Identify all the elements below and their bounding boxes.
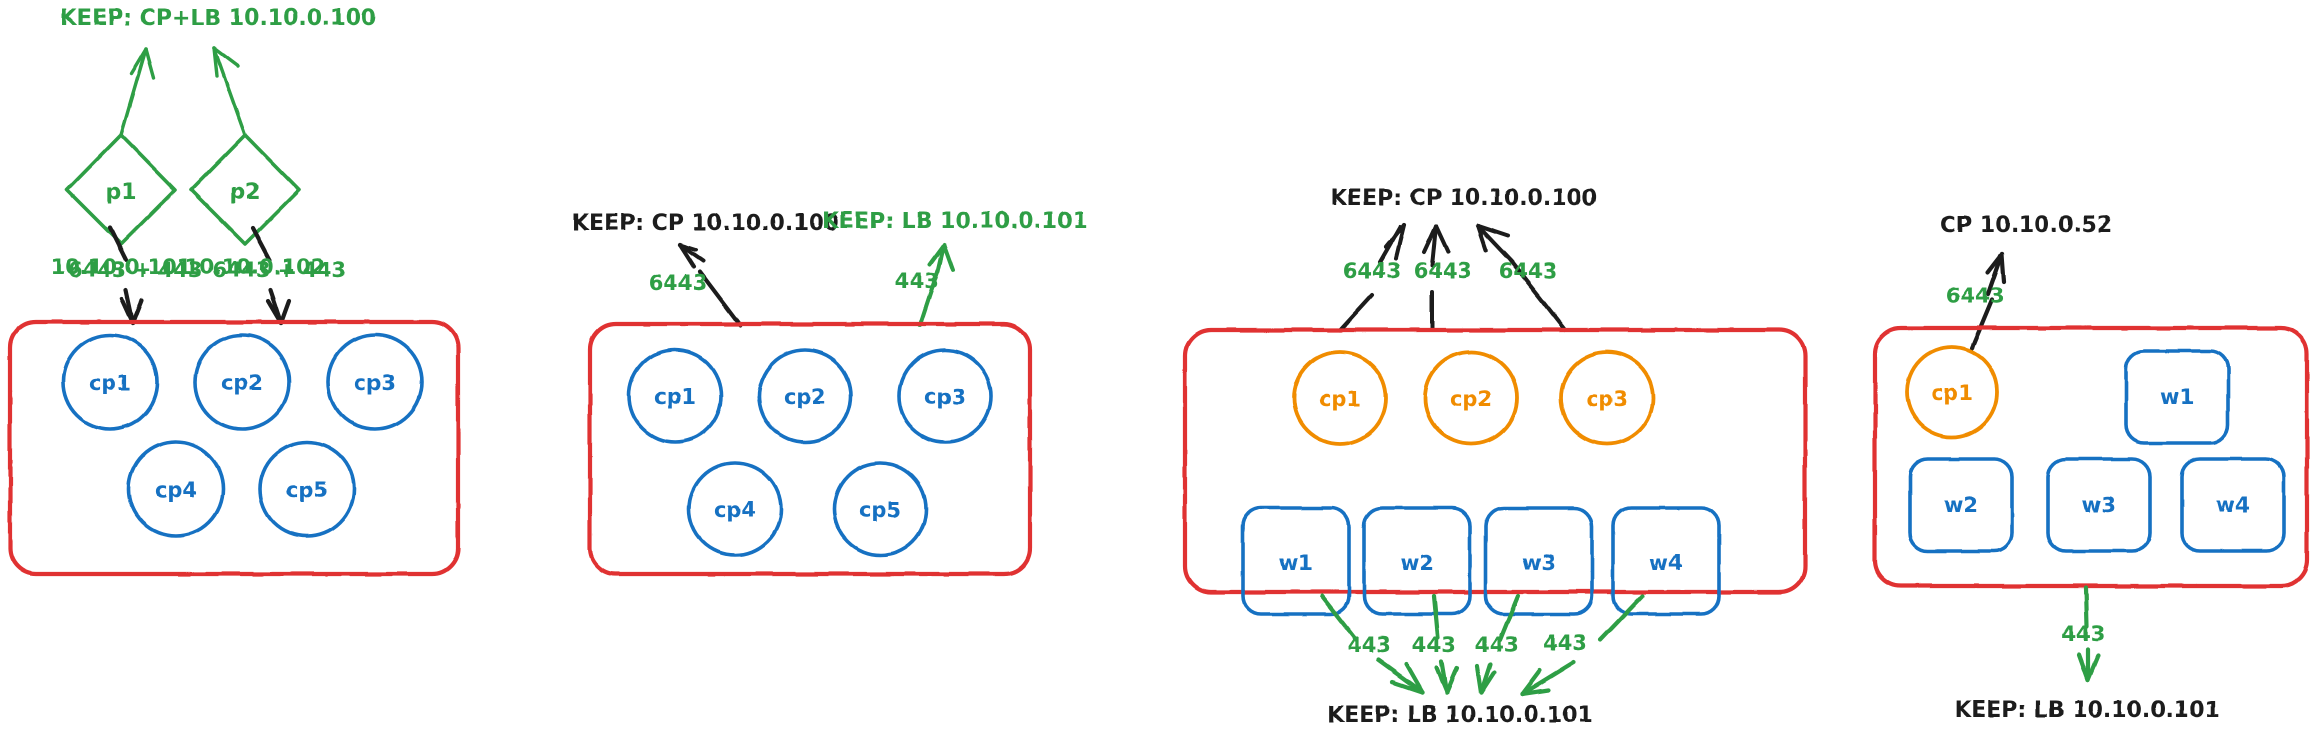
panel-4-cp-arrow (1969, 251, 2007, 351)
diagram-text: KEEP: CP+LB 10.10.0.100 p1 p2 10.10.0.10… (51, 6, 2250, 728)
node-w2[interactable] (1362, 506, 1472, 616)
node-cp3[interactable] (897, 348, 993, 444)
panel-3-graphics (1182, 223, 1808, 697)
panel-4-lb-arrow (2076, 585, 2101, 683)
node-cp2-label: cp2 (221, 371, 263, 395)
node-w3-label: w3 (2082, 493, 2116, 517)
node-cp2[interactable] (757, 348, 853, 444)
panel-1-graphics (7, 46, 461, 577)
node-cp1[interactable] (627, 348, 723, 444)
panel-4-cluster-box (1872, 325, 2310, 589)
panel-3-lb-port-4: 443 (1543, 631, 1587, 655)
panel-2-lb-port: 443 (895, 269, 939, 293)
panel-2-graphics (587, 243, 1033, 577)
node-w3-label: w3 (1522, 551, 1556, 575)
panel-3-bottom-label: KEEP: LB 10.10.0.101 (1327, 703, 1593, 728)
panel-4-top-label: CP 10.10.0.52 (1940, 213, 2112, 238)
proxy-p1-label: p1 (105, 180, 136, 205)
panel-1-cluster-box (7, 319, 461, 577)
node-w3[interactable] (2046, 457, 2152, 553)
node-w1-label: w1 (1279, 551, 1313, 575)
node-cp4-label: cp4 (714, 498, 756, 522)
node-w1[interactable] (2124, 349, 2230, 445)
panel-3-lb-arrows (1319, 593, 1645, 697)
panel-3-workers (1241, 506, 1721, 616)
panel-1-top-label: KEEP: CP+LB 10.10.0.100 (60, 6, 376, 31)
node-cp2[interactable] (193, 333, 291, 431)
panel-3-lb-port-2: 443 (1412, 633, 1456, 657)
panel-2-lb-label: KEEP: LB 10.10.0.101 (822, 209, 1088, 234)
node-w2[interactable] (1908, 457, 2014, 553)
node-cp3[interactable] (1559, 350, 1655, 446)
panel-3-cp-arrows (1338, 223, 1567, 332)
node-w4[interactable] (2180, 457, 2286, 553)
node-w3[interactable] (1484, 506, 1594, 616)
node-cp4-label: cp4 (155, 478, 197, 502)
node-cp1[interactable] (61, 333, 159, 431)
proxy-p1-ip: 10.10.0.101 (51, 255, 192, 279)
node-cp2-label: cp2 (1450, 387, 1492, 411)
node-cp1-label: cp1 (89, 371, 131, 395)
proxy-node-p2[interactable] (189, 133, 301, 246)
panel-3-control-planes (1292, 350, 1655, 446)
panel-1-ports-right: 6443 + 443 (212, 258, 347, 282)
panel-3-port-2: 6443 (1414, 259, 1472, 283)
node-cp1[interactable] (1292, 350, 1388, 446)
node-cp2-label: cp2 (784, 385, 826, 409)
panel-4-bottom-label: KEEP: LB 10.10.0.101 (1954, 698, 2220, 723)
node-w1-label: w1 (2160, 385, 2194, 409)
node-cp3-label: cp3 (924, 385, 966, 409)
proxy-p2-label: p2 (229, 180, 260, 205)
node-w1[interactable] (1241, 506, 1351, 616)
panel-3-port-1: 6443 (1343, 259, 1401, 283)
node-cp3-label: cp3 (354, 371, 396, 395)
proxy-node-p1[interactable] (65, 133, 177, 246)
panel-3-top-label: KEEP: CP 10.10.0.100 (1330, 186, 1597, 211)
node-cp4[interactable] (127, 440, 225, 538)
panel-3-lb-port-3: 443 (1475, 633, 1519, 657)
panel-1-nodes (61, 333, 424, 538)
node-cp5-label: cp5 (286, 478, 328, 502)
panel-1-port-arrows (107, 225, 292, 326)
panel-2-cp-port: 6443 (649, 271, 707, 295)
node-cp5[interactable] (832, 461, 928, 557)
node-cp3[interactable] (326, 333, 424, 431)
node-cp3-label: cp3 (1586, 387, 1628, 411)
panel-1-ports-left: 6443 + 443 (68, 258, 203, 282)
node-cp1-label: cp1 (1319, 387, 1361, 411)
panel-3-cluster-box (1182, 327, 1808, 595)
node-cp1-label: cp1 (1931, 381, 1973, 405)
node-w4[interactable] (1611, 506, 1721, 616)
panel-4-top-port: 6443 (1946, 284, 2004, 308)
node-cp2[interactable] (1423, 350, 1519, 446)
panel-3-port-3: 6443 (1499, 259, 1557, 283)
node-w4-label: w4 (2216, 493, 2250, 517)
panel-2-nodes (627, 348, 993, 557)
panel-4-bottom-port: 443 (2061, 622, 2105, 646)
node-cp5-label: cp5 (859, 498, 901, 522)
panel-4-workers (1908, 349, 2286, 553)
node-w2-label: w2 (1400, 551, 1434, 575)
node-cp4[interactable] (687, 461, 783, 557)
panel-1-vip-arrows (119, 46, 247, 137)
node-cp1[interactable] (1905, 345, 1999, 439)
panel-2-lb-arrow (918, 243, 955, 327)
node-w4-label: w4 (1649, 551, 1683, 575)
node-w2-label: w2 (1944, 493, 1978, 517)
node-cp5[interactable] (258, 440, 356, 538)
panel-3-lb-port-1: 443 (1347, 633, 1391, 657)
proxy-p2-ip: 10.10.0.102 (185, 255, 326, 279)
panel-2-cluster-box (587, 321, 1033, 577)
panel-4-graphics (1872, 251, 2310, 683)
node-cp1-label: cp1 (654, 385, 696, 409)
panel-2-cp-label: KEEP: CP 10.10.0.100 (572, 211, 839, 236)
panel-2-cp-arrow (678, 243, 742, 327)
